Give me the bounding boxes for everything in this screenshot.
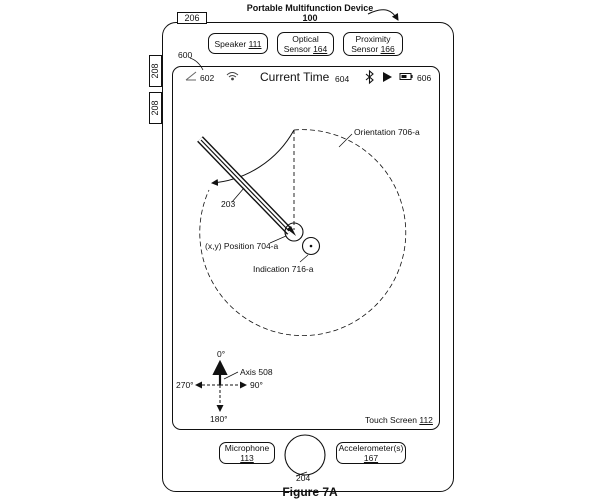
indication-dot — [309, 244, 313, 248]
device-leader-arrow — [367, 9, 399, 21]
proximity-sensor-box: Proximity Sensor 166 — [343, 32, 403, 56]
axis-180-label: 180° — [210, 414, 228, 424]
signal-icon — [185, 71, 197, 81]
side-button-top: 208 — [149, 55, 162, 87]
indication-leader — [299, 254, 309, 263]
speaker-number: 111 — [248, 38, 262, 49]
accelerometer-label: Accelerometer(s) — [338, 443, 404, 453]
indication-circle — [301, 236, 321, 256]
home-ref: 204 — [296, 473, 311, 483]
axis-90-label: 90° — [250, 380, 263, 390]
stylus — [197, 136, 296, 236]
orientation-leader — [338, 133, 353, 148]
home-leader — [295, 471, 308, 477]
stylus-leader — [231, 187, 245, 203]
position-circle — [284, 222, 304, 242]
wifi-icon — [226, 72, 239, 81]
axis-label-leader — [223, 371, 239, 380]
device-title-text: Portable Multifunction Device — [246, 3, 374, 13]
figure-caption: Figure 7A — [282, 485, 338, 499]
optical-sensor-box: Optical Sensor 164 — [277, 32, 334, 56]
orientation-label: Orientation 706-a — [354, 127, 420, 137]
position-label: (x,y) Position 704-a — [205, 241, 279, 251]
microphone-number: 113 — [240, 453, 254, 463]
device-number: 100 — [302, 13, 318, 23]
device-title: Portable Multifunction Device 100 — [210, 3, 410, 23]
screen-ref-600: 600 — [178, 50, 193, 60]
play-icon — [383, 72, 392, 82]
optical-sensor-line1: Optical — [292, 34, 319, 44]
accelerometer-number: 167 — [363, 453, 379, 463]
home-button[interactable] — [284, 434, 326, 476]
touch-screen-text: Touch Screen — [365, 415, 417, 425]
proximity-sensor-label: Sensor — [351, 44, 379, 54]
bluetooth-icon — [365, 69, 374, 85]
position-leader — [269, 235, 287, 244]
microphone-box: Microphone 113 — [219, 442, 275, 464]
accelerometer-box: Accelerometer(s) 167 — [336, 442, 406, 464]
screen-ref-leader — [189, 57, 204, 71]
tag-206: 206 — [177, 12, 207, 24]
proximity-sensor-number: 166 — [380, 44, 395, 54]
battery-icon — [399, 73, 413, 80]
microphone-label: Microphone — [224, 443, 270, 453]
battery-ref: 606 — [417, 73, 432, 83]
proximity-sensor-line1: Proximity — [355, 34, 391, 44]
orientation-arc — [211, 129, 295, 187]
current-time: Current Time — [260, 70, 330, 84]
indication-label: Indication 716-a — [253, 264, 314, 274]
optical-sensor-number: 164 — [313, 44, 328, 54]
orientation-circle — [199, 129, 407, 336]
optical-sensor-label: Sensor — [283, 44, 311, 54]
stylus-ref: 203 — [221, 199, 236, 209]
signal-ref: 602 — [200, 73, 215, 83]
axis-label: Axis 508 — [240, 367, 273, 377]
axis-0-label: 0° — [217, 349, 226, 359]
speaker-box: Speaker 111 — [208, 33, 268, 54]
axis-270-label: 270° — [176, 380, 194, 390]
side-button-bottom: 208 — [149, 92, 162, 124]
speaker-label: Speaker — [214, 38, 247, 49]
touch-screen-label: Touch Screen 112 — [365, 415, 433, 425]
touch-screen-number: 112 — [419, 415, 433, 425]
time-ref: 604 — [335, 74, 350, 84]
